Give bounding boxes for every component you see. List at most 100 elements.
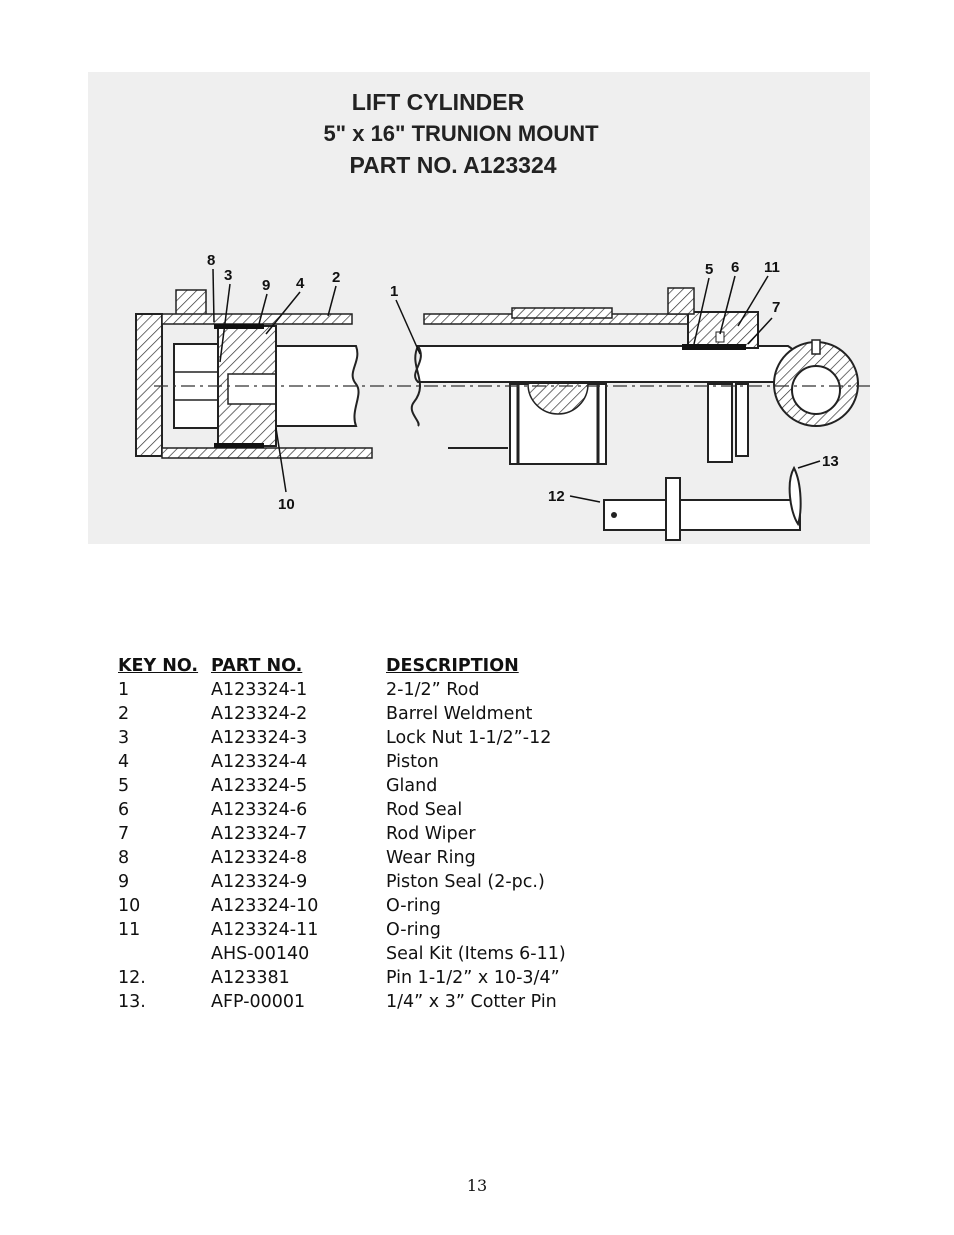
cotter-pin [788,465,802,527]
header-key-no: KEY NO. [118,656,199,676]
callout-2: 2 [327,269,340,317]
key-no: 9 [118,872,130,892]
svg-text:11: 11 [764,259,780,276]
table-row: 8 A123324-8 Wear Ring [118,846,566,870]
description: Piston Seal (2-pc.) [386,872,545,892]
table-row: 2 A123324-2 Barrel Weldment [118,702,566,726]
callout-11: 11 [737,259,780,327]
svg-text:4: 4 [296,275,305,292]
callout-7: 7 [747,299,780,345]
callout-12: 12 [548,488,601,505]
callout-13: 13 [797,453,839,470]
callout-9: 9 [258,277,270,325]
key-no: 1 [118,680,130,700]
gland [687,311,759,349]
part-no: A123324-5 [211,776,308,796]
part-no: A123324-7 [211,824,308,844]
table-row: 3 A123324-3 Lock Nut 1-1/2”-12 [118,726,566,750]
description: Piston [386,752,439,772]
table-row: 1 A123324-1 2-1/2” Rod [118,678,566,702]
callout-10: 10 [275,427,295,513]
table-row: 6 A123324-6 Rod Seal [118,798,566,822]
svg-text:8: 8 [207,252,215,269]
description: Rod Wiper [386,824,476,844]
callout-1: 1 [390,283,421,355]
part-no: A123324-9 [211,872,308,892]
table-row: 7 A123324-7 Rod Wiper [118,822,566,846]
key-no: 11 [118,920,141,940]
base-end-cap [135,313,163,457]
key-no: 6 [118,800,130,820]
svg-text:9: 9 [262,277,270,294]
part-no: A123381 [211,968,290,988]
header-part-no: PART NO. [211,656,303,676]
part-no: AFP-00001 [211,992,306,1012]
figure-title-line-1: LIFT CYLINDER [352,89,525,115]
trunion-pin [603,477,801,541]
svg-text:7: 7 [772,299,780,316]
rod-right-segment [414,345,801,383]
lift-cylinder-diagram: LIFT CYLINDER 5" x 16" TRUNION MOUNT PAR… [88,72,870,544]
part-no: A123324-10 [211,896,319,916]
table-row: 12. A123381 Pin 1-1/2” x 10-3/4” [118,966,566,990]
page-number: 13 [466,1176,488,1195]
figure-title-line-3: PART NO. A123324 [349,152,556,178]
key-no: 5 [118,776,130,796]
key-no: 12. [118,968,146,988]
callout-4: 4 [265,275,305,335]
svg-text:2: 2 [332,269,340,286]
trunion-top [511,307,613,319]
callout-8: 8 [207,252,215,323]
description: 1/4” x 3” Cotter Pin [386,992,557,1012]
part-no: A123324-11 [211,920,319,940]
barrel-top-wall-left [161,313,353,325]
description: 2-1/2” Rod [386,680,480,700]
table-row: 4 A123324-4 Piston [118,750,566,774]
svg-text:5: 5 [705,261,713,278]
key-no: 4 [118,752,130,772]
svg-text:1: 1 [390,283,398,300]
figure-title-line-2: 5" x 16" TRUNION MOUNT [323,121,599,146]
description: Barrel Weldment [386,704,533,724]
description: Rod Seal [386,800,463,820]
key-no: 7 [118,824,130,844]
svg-text:12: 12 [548,488,565,505]
table-row: 13. AFP-00001 1/4” x 3” Cotter Pin [118,990,566,1014]
part-no: AHS-00140 [211,944,310,964]
description: O-ring [386,896,441,916]
description: Seal Kit (Items 6-11) [386,944,566,964]
description: Gland [386,776,438,796]
description: Wear Ring [386,848,476,868]
parts-table-header-row: KEY NO. PART NO. DESCRIPTION [118,654,566,678]
table-row: 11 A123324-11 O-ring [118,918,566,942]
key-no [118,942,211,966]
callout-6: 6 [719,259,739,335]
svg-text:10: 10 [278,496,295,513]
part-no: A123324-3 [211,728,308,748]
svg-text:3: 3 [224,267,232,284]
barrel-bottom-wall-left [161,447,373,459]
key-no: 3 [118,728,130,748]
svg-text:13: 13 [822,453,839,470]
svg-text:6: 6 [731,259,739,276]
callout-3: 3 [219,267,232,363]
part-no: A123324-4 [211,752,308,772]
part-no: A123324-2 [211,704,308,724]
right-port-fitting [667,287,695,315]
key-no: 2 [118,704,130,724]
key-no: 8 [118,848,130,868]
key-no: 13. [118,992,146,1012]
table-row: AHS-00140 Seal Kit (Items 6-11) [118,942,566,966]
key-no: 10 [118,896,141,916]
description: Lock Nut 1-1/2”-12 [386,728,552,748]
left-port-fitting [175,289,207,317]
table-row: 9 A123324-9 Piston Seal (2-pc.) [118,870,566,894]
callout-5: 5 [693,261,713,345]
part-no: A123324-1 [211,680,308,700]
description: O-ring [386,920,441,940]
description: Pin 1-1/2” x 10-3/4” [386,968,560,988]
part-no: A123324-6 [211,800,308,820]
table-row: 5 A123324-5 Gland [118,774,566,798]
part-no: A123324-8 [211,848,308,868]
table-row: 10 A123324-10 O-ring [118,894,566,918]
